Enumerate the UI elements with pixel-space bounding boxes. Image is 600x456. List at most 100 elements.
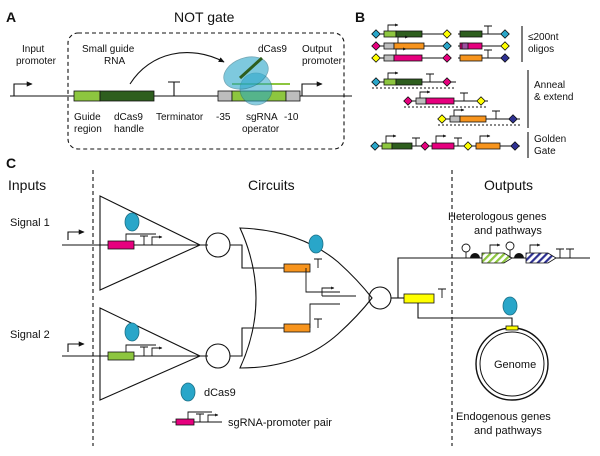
legend-pair-label: sgRNA-promoter pair — [228, 417, 332, 429]
rbs-2 — [514, 253, 524, 258]
not-bubble-1 — [205, 232, 231, 258]
heterologous-arrow-1 — [489, 243, 501, 253]
anneal-extend-group — [371, 71, 520, 126]
circuits-heading: Circuits — [248, 177, 295, 193]
dcas9-handle-label-1: dCas9 — [114, 112, 143, 123]
input-promoter-label-2: promoter — [16, 56, 57, 67]
golden-gate-construct — [370, 134, 520, 151]
panel-b: B — [355, 9, 573, 158]
signal2-terminator — [140, 346, 148, 356]
signal1-label: Signal 1 — [10, 217, 50, 229]
signal1-loop — [125, 233, 156, 241]
or-dcas9 — [308, 234, 324, 254]
guide-region-block — [73, 90, 101, 102]
signal1-sgrna-block — [107, 240, 135, 250]
or-merge-line-2 — [309, 303, 340, 328]
rbs-1 — [470, 253, 480, 258]
minus35-block — [217, 90, 233, 102]
wire-to-heterologous — [397, 257, 468, 298]
heterologous-label-1: Heterologous genes — [448, 211, 547, 223]
small-guide-rna-label-2: RNA — [104, 56, 125, 67]
heterologous-arrow-2 — [529, 243, 541, 253]
genome-target-site — [505, 325, 519, 331]
golden-gate-label-1: Golden — [534, 134, 566, 145]
terminator-label: Terminator — [156, 112, 204, 123]
outputs-heading: Outputs — [484, 177, 533, 193]
wire-1-to-or — [230, 244, 286, 269]
input-promoter-arrow — [13, 81, 33, 96]
signal2-promoter-arrow — [67, 341, 85, 352]
panel-c-label: C — [6, 155, 16, 171]
panel-b-label: B — [355, 9, 365, 25]
oligos-label-1: ≤200nt — [528, 32, 559, 43]
wire-to-genome — [417, 303, 513, 326]
heterologous-gene-2 — [525, 252, 557, 264]
terminator-symbol — [168, 81, 180, 96]
panel-a: A NOT gate Input promoter Small guide RN… — [6, 9, 352, 150]
signal2-sgrna-block — [107, 351, 135, 361]
legend-dcas9-icon — [180, 382, 196, 402]
minus10-block — [285, 90, 301, 102]
output-promoter-arrow — [301, 81, 323, 96]
wire-2-to-or — [230, 327, 286, 357]
heterologous-terminator-2 — [566, 248, 574, 258]
genome-dcas9 — [502, 296, 518, 316]
golden-gate-label-2: Gate — [534, 146, 556, 157]
oligos-label-2: oligos — [528, 44, 554, 55]
sgrna-operator-label-1: sgRNA — [246, 112, 278, 123]
guide-region-label-1: Guide — [74, 112, 101, 123]
signal1-dcas9 — [124, 212, 140, 232]
not-gate-box — [67, 32, 345, 150]
or-sgrna-block-1 — [283, 263, 311, 273]
anneal-label-2: & extend — [534, 92, 573, 103]
dcas9-handle-label-2: handle — [114, 124, 144, 135]
or-merge-line — [305, 268, 340, 293]
or-gate — [239, 227, 373, 369]
anneal-label-1: Anneal — [534, 80, 565, 91]
output-promoter-label-1: Output — [302, 44, 332, 55]
oligo-group-left — [371, 23, 452, 63]
panel-a-label: A — [6, 9, 16, 25]
or-sgrna-block-2 — [283, 323, 311, 333]
output-sgrna-block — [403, 293, 435, 304]
buffer-triangle-2 — [99, 307, 202, 401]
minus10-label: -10 — [284, 112, 299, 123]
buffer-triangle-1 — [99, 195, 202, 291]
sgrna-arrow — [129, 52, 225, 85]
panel-c: C Inputs Circuits Outputs Signal 1 Signa… — [6, 155, 590, 446]
legend-dcas9-label: dCas9 — [204, 387, 236, 399]
small-guide-rna-label-1: Small guide — [82, 44, 135, 55]
not-bubble-2 — [205, 343, 231, 369]
legend-pair-icon — [172, 411, 222, 426]
inputs-heading: Inputs — [8, 177, 46, 193]
operator-marker-2 — [505, 241, 515, 251]
dcas9-label-a: dCas9 — [258, 44, 287, 55]
genome-inner-ring — [479, 331, 545, 397]
or-terminator-2 — [314, 318, 322, 328]
not-gate-title: NOT gate — [174, 9, 235, 25]
output-terminator — [438, 288, 446, 298]
signal2-label: Signal 2 — [10, 329, 50, 341]
heterologous-gene-1 — [481, 252, 513, 264]
or-terminator-1 — [314, 258, 322, 268]
operator-marker-1 — [461, 243, 471, 253]
dcas9-handle-block — [99, 90, 155, 102]
heterologous-label-2: and pathways — [474, 225, 542, 237]
oligo-group-right — [458, 25, 510, 63]
or-output-arrow — [321, 286, 335, 296]
dcas9-complex — [223, 56, 273, 106]
genome-label: Genome — [494, 359, 536, 371]
signal2-output-arrow — [151, 346, 163, 356]
guide-region-label-2: region — [74, 124, 102, 135]
signal1-output-arrow — [151, 235, 163, 245]
input-promoter-label-1: Input — [22, 44, 44, 55]
sgrna-operator-label-2: operator — [242, 124, 280, 135]
signal1-promoter-arrow — [67, 229, 85, 240]
output-promoter-label-2: promoter — [302, 56, 343, 67]
signal2-loop — [125, 344, 156, 352]
heterologous-terminator-1 — [556, 248, 564, 258]
endogenous-label-1: Endogenous genes — [456, 411, 551, 423]
signal1-terminator — [140, 235, 148, 245]
endogenous-label-2: and pathways — [474, 425, 542, 437]
